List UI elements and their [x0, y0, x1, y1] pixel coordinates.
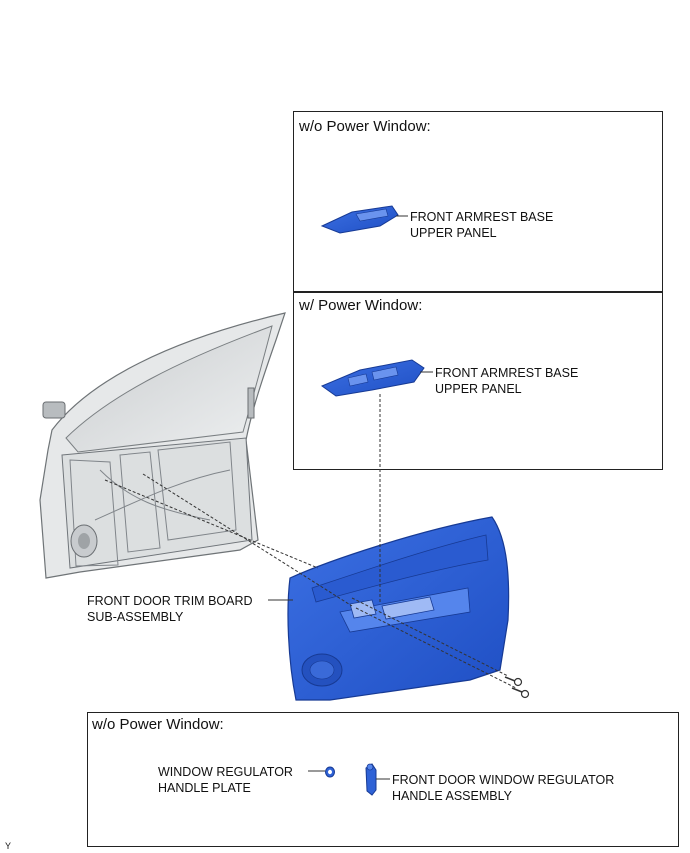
inset-box-bottom — [87, 712, 679, 847]
leader-lines — [268, 215, 433, 780]
armrest-label-top-line1: FRONT ARMREST BASE — [410, 210, 554, 224]
armrest-label-top-line2: UPPER PANEL — [410, 226, 497, 240]
inset-box-middle — [293, 291, 663, 470]
trim-board-label-line2: SUB-ASSEMBLY — [87, 610, 184, 624]
trim-board-label: FRONT DOOR TRIM BOARD SUB-ASSEMBLY — [87, 593, 253, 625]
armrest-label-middle-line1: FRONT ARMREST BASE — [435, 366, 579, 380]
screw-upper — [504, 676, 523, 687]
screw-lower — [511, 687, 530, 699]
top-box-title: w/o Power Window: — [299, 118, 431, 135]
door-trim-board — [287, 516, 510, 701]
alignment-lines — [104, 394, 517, 689]
handle-plate-label: WINDOW REGULATOR HANDLE PLATE — [158, 764, 293, 796]
handle-assembly-label: FRONT DOOR WINDOW REGULATOR HANDLE ASSEM… — [392, 772, 614, 804]
inset-box-top — [293, 111, 663, 293]
armrest-upper-panel-top — [320, 205, 399, 234]
handle-assembly-label-line1: FRONT DOOR WINDOW REGULATOR — [392, 773, 615, 787]
armrest-label-middle-line2: UPPER PANEL — [435, 382, 522, 396]
figure-code: Y — [5, 841, 12, 851]
window-regulator-handle-assembly — [365, 763, 377, 796]
bottom-box-title: w/o Power Window: — [92, 716, 224, 733]
armrest-upper-panel-middle — [320, 359, 425, 397]
middle-box-title: w/ Power Window: — [299, 297, 423, 314]
handle-assembly-label-line2: HANDLE ASSEMBLY — [392, 789, 512, 803]
handle-plate-label-line1: WINDOW REGULATOR — [158, 765, 293, 779]
window-regulator-handle-plate — [325, 766, 335, 778]
mirror-mount — [42, 401, 66, 419]
door-frame — [39, 312, 286, 579]
trim-board-label-line1: FRONT DOOR TRIM BOARD — [87, 594, 253, 608]
inside-handle-recess — [349, 599, 377, 619]
handle-plate-label-line2: HANDLE PLATE — [158, 781, 251, 795]
armrest-label-top: FRONT ARMREST BASE UPPER PANEL — [410, 209, 553, 241]
armrest-label-middle: FRONT ARMREST BASE UPPER PANEL — [435, 365, 578, 397]
